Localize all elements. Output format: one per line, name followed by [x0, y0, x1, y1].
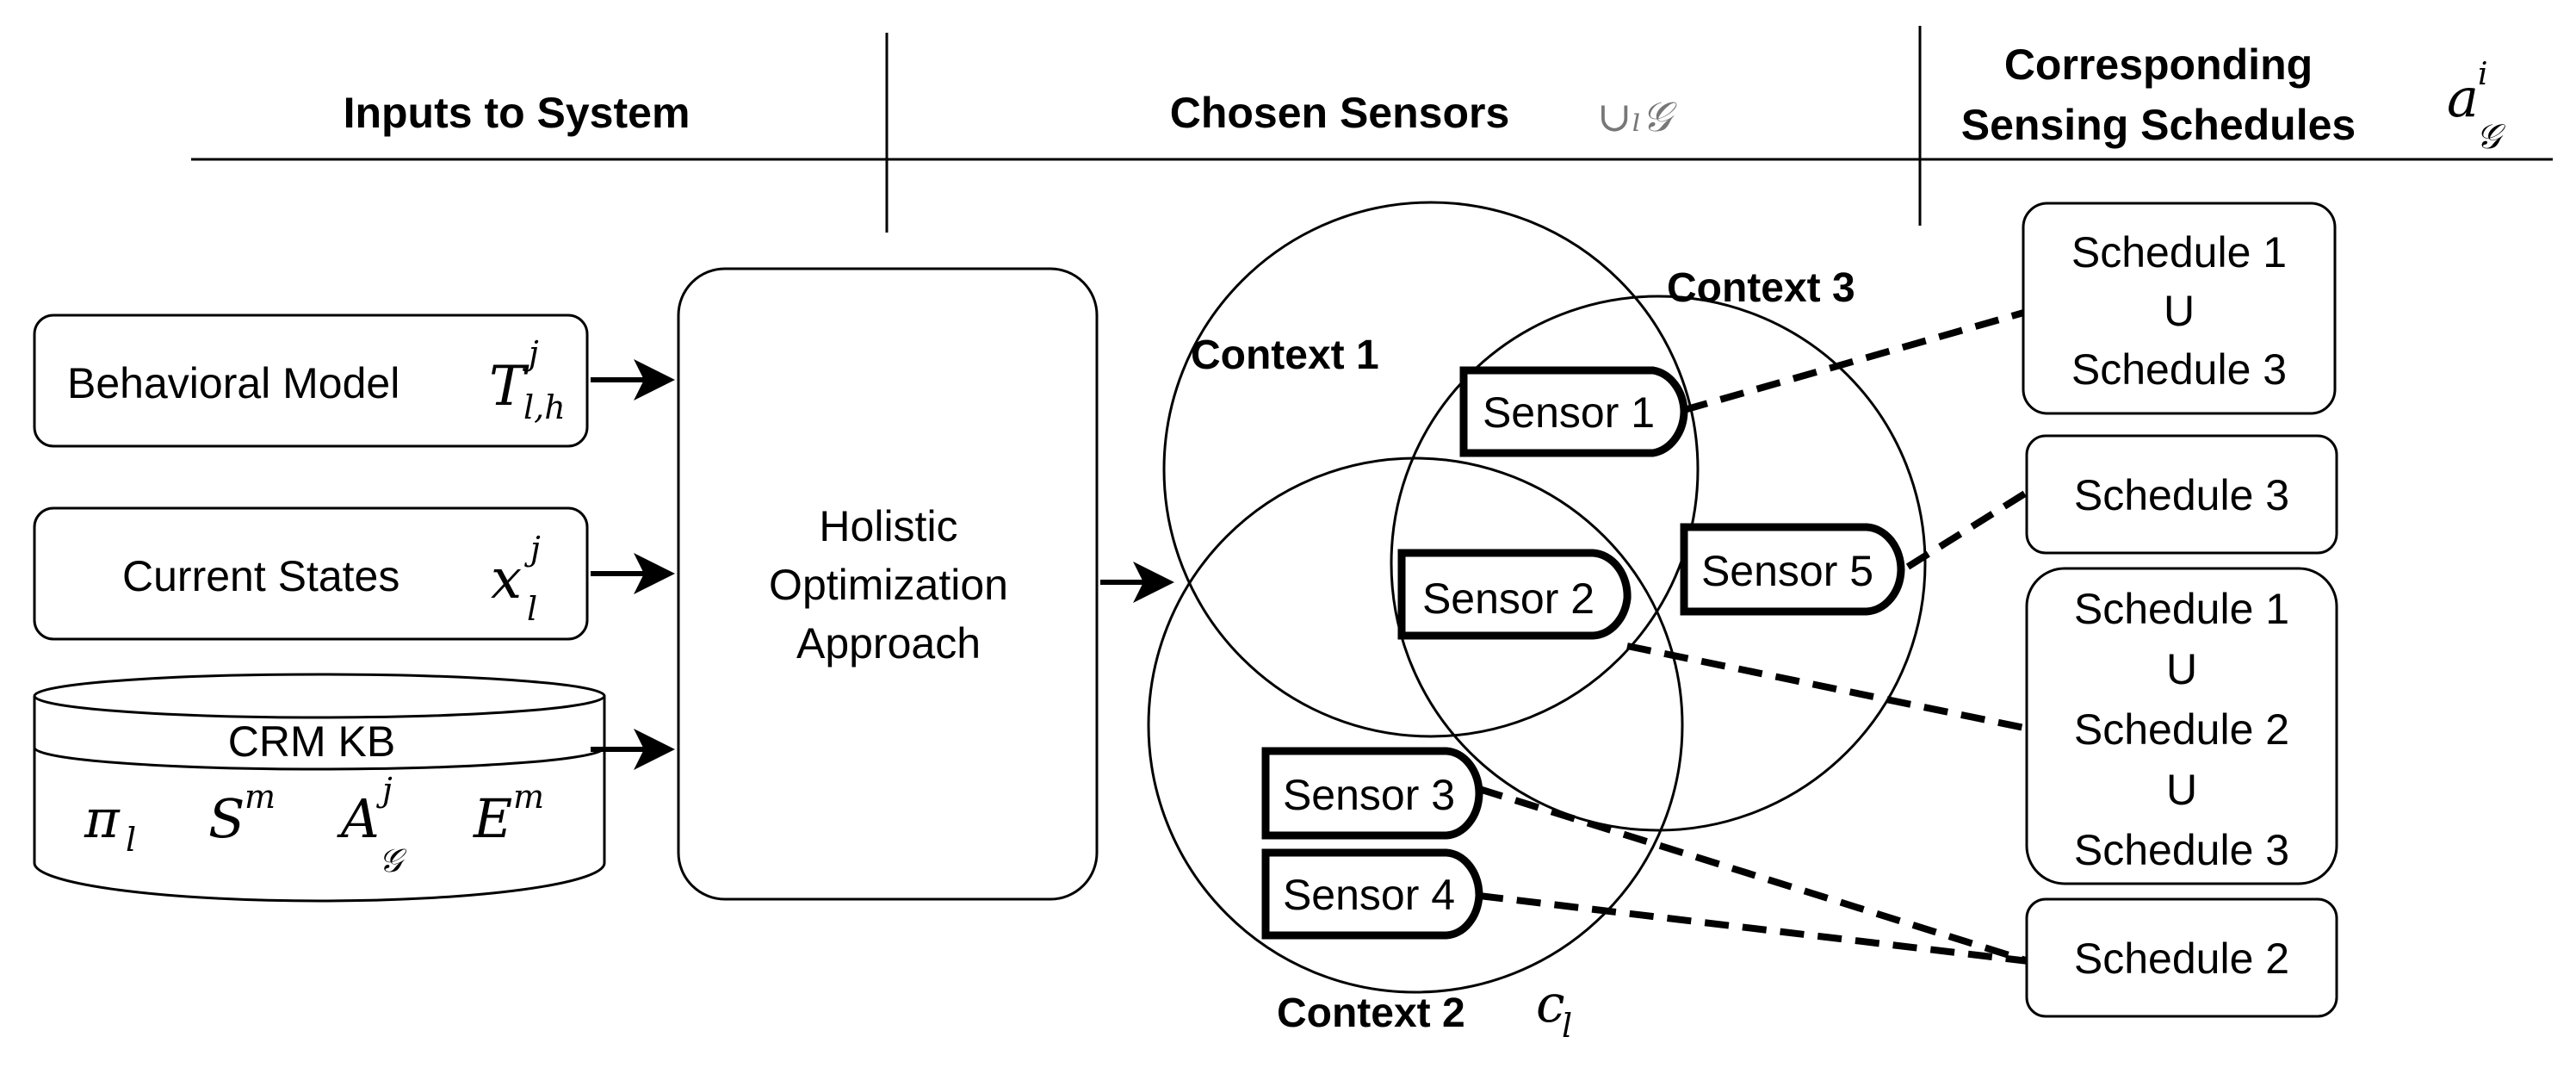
behavioral-model-label: Behavioral Model: [67, 359, 399, 407]
header-chosen-sensors: Chosen Sensors: [1170, 89, 1510, 137]
context-3-circle: [1390, 295, 1927, 832]
svg-text:i: i: [2478, 57, 2488, 92]
svg-text:Approach: Approach: [796, 619, 981, 668]
schedule-box-3: Schedule 1 U Schedule 2 U Schedule 3: [2025, 567, 2338, 885]
context-2-label: Context 2: [1277, 990, 1465, 1036]
sensor-4-label: Sensor 4: [1283, 871, 1455, 919]
svg-text:Schedule 3: Schedule 3: [2071, 345, 2287, 394]
svg-text:l: l: [527, 590, 537, 628]
schedule-box-4: Schedule 2: [2025, 897, 2338, 1018]
sensor-1: Sensor 1: [1459, 366, 1688, 457]
svg-text:a: a: [2447, 66, 2479, 129]
current-states-label: Current States: [122, 552, 399, 600]
context-1-label: Context 1: [1191, 332, 1379, 378]
link-sensor5-schedule-box2: [1905, 486, 2034, 570]
svg-text:Schedule 1: Schedule 1: [2071, 228, 2287, 276]
current-states-box: Current States x j l: [33, 506, 589, 641]
crm-kb-database: CRM KB π l S m A j 𝒢 E m: [33, 673, 606, 903]
svg-text:Holistic: Holistic: [819, 502, 957, 550]
behavioral-model-box: Behavioral Model T j l,h: [33, 314, 589, 448]
context-2-circle: [1147, 456, 1684, 994]
svg-text:c: c: [1536, 974, 1565, 1034]
header-chosen-symbol: ∪ₗ𝒢: [1597, 93, 1677, 141]
svg-text:U: U: [2166, 766, 2197, 814]
sensor-5: Sensor 5: [1680, 523, 1905, 616]
sensor-2: Sensor 2: [1397, 549, 1632, 640]
svg-text:m: m: [513, 778, 544, 816]
crm-kb-label: CRM KB: [228, 717, 395, 766]
svg-text:l: l: [126, 821, 136, 859]
svg-text:m: m: [245, 778, 276, 816]
schedule-box-2: Schedule 3: [2025, 434, 2338, 555]
svg-text:π: π: [84, 787, 121, 850]
context-1-circle: [1162, 201, 1700, 738]
svg-text:l: l: [1562, 1007, 1572, 1045]
svg-text:T: T: [489, 355, 529, 419]
svg-text:Optimization: Optimization: [769, 561, 1008, 609]
svg-text:E: E: [473, 787, 512, 850]
svg-text:x: x: [491, 548, 522, 612]
svg-text:l,h: l,h: [523, 388, 566, 426]
svg-text:Schedule 1: Schedule 1: [2074, 585, 2289, 633]
svg-text:U: U: [2164, 287, 2195, 335]
sensor-1-label: Sensor 1: [1483, 388, 1655, 437]
context-3-label: Context 3: [1667, 265, 1855, 311]
sensor-3-label: Sensor 3: [1283, 771, 1455, 819]
link-sensor2-schedule-box3: [1626, 643, 2029, 732]
crm-kb-symbol-s: S m: [208, 778, 276, 850]
sensor-4: Sensor 4: [1261, 848, 1483, 940]
header-schedules-line1: Corresponding: [2004, 40, 2313, 89]
crm-kb-symbol-pi: π l: [84, 787, 136, 859]
crm-kb-symbol-e: E m: [473, 778, 544, 850]
schedule-box-1: Schedule 1 U Schedule 3: [2022, 202, 2337, 415]
link-sensor3-schedule-box4: [1477, 785, 2030, 965]
sensor-3: Sensor 3: [1261, 747, 1483, 840]
svg-text:S: S: [208, 787, 245, 850]
sensor-5-label: Sensor 5: [1701, 547, 1873, 595]
svg-text:Schedule 3: Schedule 3: [2074, 826, 2289, 874]
svg-text:A: A: [337, 787, 380, 850]
header-schedules-symbol: a i 𝒢: [2447, 57, 2506, 157]
sensor-2-label: Sensor 2: [1422, 574, 1595, 623]
optimization-approach-box: Holistic Optimization Approach: [677, 267, 1099, 901]
header-inputs: Inputs to System: [344, 89, 690, 137]
header-schedules-line2: Sensing Schedules: [1961, 101, 2356, 149]
link-sensor4-schedule-box4: [1478, 892, 2029, 965]
link-sensor1-schedule-box1: [1682, 308, 2028, 413]
svg-text:Schedule 2: Schedule 2: [2074, 934, 2289, 983]
svg-text:Schedule 3: Schedule 3: [2074, 471, 2289, 519]
svg-text:𝒢: 𝒢: [2476, 117, 2506, 157]
svg-text:U: U: [2166, 645, 2197, 693]
context-2-symbol: c l: [1536, 974, 1572, 1045]
svg-text:Schedule 2: Schedule 2: [2074, 705, 2289, 754]
